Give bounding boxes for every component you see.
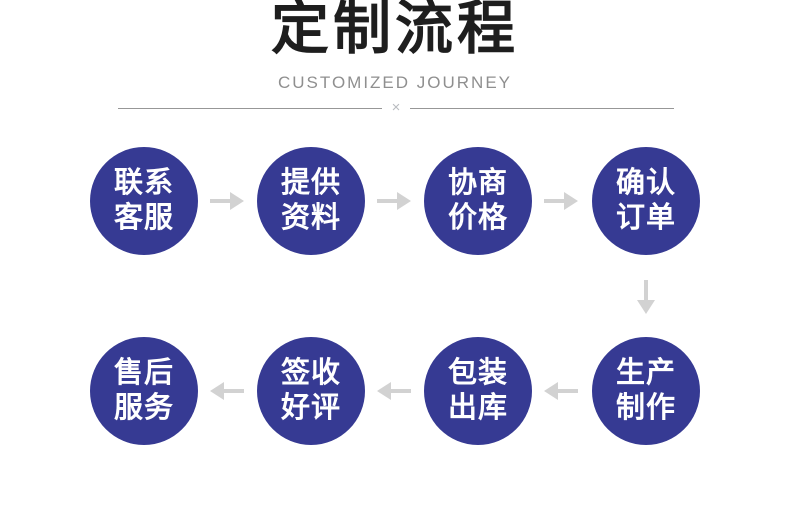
flow-step-confirm-order: 确认 订单 (592, 147, 700, 255)
flow-step-sign-review: 签收 好评 (257, 337, 365, 445)
divider: × (118, 99, 675, 116)
page-title: 定制流程 (270, 0, 519, 61)
divider-line-right (410, 107, 675, 109)
page-subtitle: CUSTOMIZED JOURNEY (277, 73, 513, 92)
arrow-left-icon (209, 380, 245, 402)
arrow-right-icon (209, 190, 245, 212)
arrow-down-icon (635, 279, 657, 315)
arrow-right-icon (543, 190, 579, 212)
flow-step-provide-materials: 提供 资料 (257, 147, 365, 255)
flow-step-pack-ship: 包装 出库 (424, 337, 532, 445)
arrow-left-icon (543, 380, 579, 402)
arrow-left-icon (376, 380, 412, 402)
x-divider-icon: × (391, 99, 401, 116)
flow-step-after-sales: 售后 服务 (90, 337, 198, 445)
divider-line-left (118, 107, 382, 109)
arrow-right-icon (376, 190, 412, 212)
flow-step-production: 生产 制作 (592, 337, 700, 445)
flow-step-contact-service: 联系 客服 (90, 147, 198, 255)
flow-step-negotiate-price: 协商 价格 (424, 147, 532, 255)
